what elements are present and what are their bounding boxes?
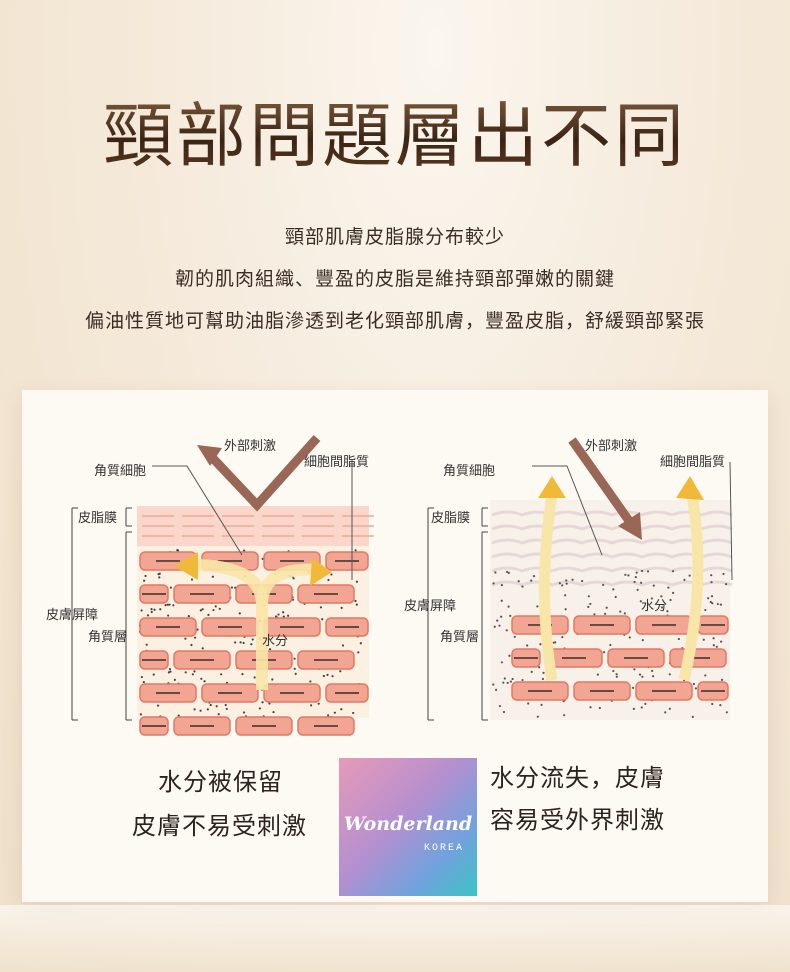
left-caption-1: 水分被保留 bbox=[158, 768, 283, 796]
left-label-corneocyte: 角質細胞 bbox=[94, 464, 147, 479]
left-label-sebum: 皮脂膜 bbox=[78, 511, 118, 526]
subtitle-line-1: 頸部肌膚皮脂腺分布較少 bbox=[284, 226, 505, 248]
right-label-external: 外部刺激 bbox=[585, 439, 638, 454]
left-label-external: 外部刺激 bbox=[224, 439, 277, 454]
subtitle-line-3: 偏油性質地可幫助油脂滲透到老化頸部肌膚，豐盈皮脂，舒緩頸部緊張 bbox=[84, 310, 705, 332]
footer-glow bbox=[0, 905, 790, 972]
right-label-corneum: 角質層 bbox=[440, 630, 480, 645]
left-label-lipid: 細胞間脂質 bbox=[304, 455, 370, 470]
comparison-panel: 外部刺激 角質細胞 細胞間脂質 皮脂膜 皮膚屏障 角質層 水分 外部刺激 角質細… bbox=[22, 390, 768, 902]
damaged-skin-diagram bbox=[427, 437, 733, 721]
right-label-lipid: 細胞間脂質 bbox=[660, 455, 726, 470]
right-label-corneocyte: 角質細胞 bbox=[443, 464, 496, 479]
subtitle-line-2: 韌的肌肉組織、豐盈的皮脂是維持頸部彈嫩的關鍵 bbox=[174, 268, 615, 290]
right-label-water: 水分 bbox=[641, 599, 668, 614]
right-label-sebum: 皮脂膜 bbox=[431, 511, 471, 526]
left-label-water: 水分 bbox=[262, 634, 289, 649]
healthy-skin-diagram bbox=[71, 434, 374, 736]
wonderland-watermark: Wonderland KOREA bbox=[339, 758, 477, 896]
watermark-name: Wonderland bbox=[343, 813, 473, 835]
left-label-corneum: 角質層 bbox=[88, 630, 128, 645]
page-title: 頸部問題層出不同 bbox=[0, 96, 790, 176]
left-label-barrier: 皮膚屏障 bbox=[46, 608, 99, 623]
right-caption-1: 水分流失，皮膚 bbox=[490, 764, 665, 792]
watermark-sub: KOREA bbox=[424, 843, 465, 854]
right-label-barrier: 皮膚屏障 bbox=[404, 599, 457, 614]
right-caption-2: 容易受外界刺激 bbox=[490, 806, 665, 834]
left-caption-2: 皮膚不易受刺激 bbox=[132, 812, 307, 840]
